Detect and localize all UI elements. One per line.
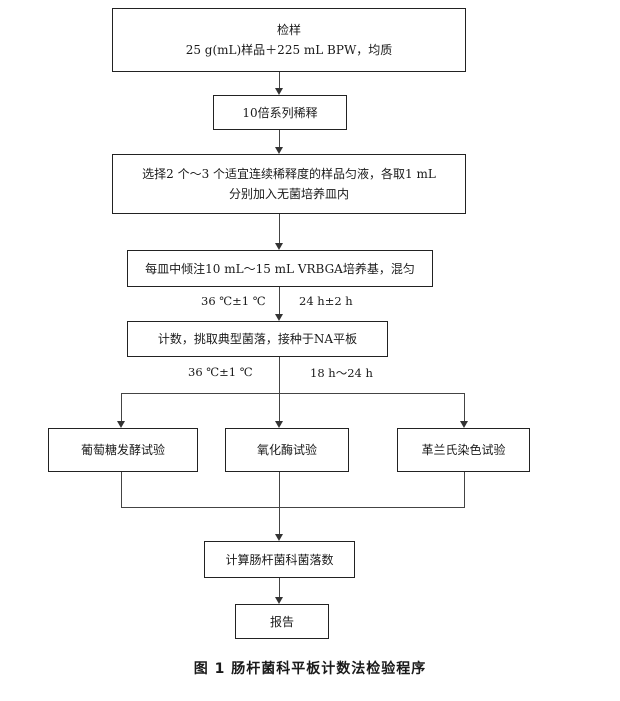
arrow-6 [275, 534, 283, 541]
arrow-7 [275, 597, 283, 604]
incubation-time-1: 24 h±2 h [299, 294, 353, 308]
glucose-test-label: 葡萄糖发酵试验 [80, 443, 165, 457]
arrow-1 [275, 88, 283, 95]
sample-title: 检样 [276, 23, 301, 37]
merge-middle-rise [279, 472, 280, 507]
pour-medium-label: 每皿中倾注10 mL～15 mL VRBGA培养基，混匀 [145, 261, 415, 276]
dilution-label: 10倍系列稀释 [242, 105, 318, 120]
plating-box: 选择2 个～3 个适宜连续稀释度的样品匀液，各取1 mL 分别加入无菌培养皿内 [112, 154, 466, 214]
gram-stain-box: 革兰氏染色试验 [397, 428, 530, 472]
colony-count-box: 计算肠杆菌科菌落数 [204, 541, 355, 578]
plating-line1: 选择2 个～3 个适宜连续稀释度的样品匀液，各取1 mL [142, 167, 436, 181]
connector-1 [279, 72, 280, 88]
oxidase-test-box: 氧化酶试验 [225, 428, 349, 472]
merge-left-rise [121, 472, 122, 507]
connector-3 [279, 214, 280, 243]
split-middle-drop [279, 393, 280, 421]
split-horizontal [121, 393, 464, 394]
incubation-temp-1: 36 ℃±1 ℃ [201, 294, 266, 308]
pour-medium-box: 每皿中倾注10 mL～15 mL VRBGA培养基，混匀 [127, 250, 433, 287]
connector-4 [279, 287, 280, 314]
plating-line2: 分别加入无菌培养皿内 [228, 187, 349, 201]
merge-horizontal [121, 507, 465, 508]
split-right-drop [464, 393, 465, 421]
incubation-temp-2: 36 ℃±1 ℃ [188, 365, 253, 379]
report-label: 报告 [269, 614, 294, 629]
glucose-test-box: 葡萄糖发酵试验 [48, 428, 198, 472]
colony-count-label: 计算肠杆菌科菌落数 [225, 552, 334, 567]
count-pick-box: 计数，挑取典型菌落，接种于NA平板 [127, 321, 388, 357]
sample-detail: 25 g(mL)样品＋225 mL BPW，均质 [185, 43, 393, 57]
arrow-right [460, 421, 468, 428]
dilution-box: 10倍系列稀释 [213, 95, 347, 130]
connector-5 [279, 357, 280, 393]
count-pick-label: 计数，挑取典型菌落，接种于NA平板 [157, 332, 358, 346]
arrow-middle [275, 421, 283, 428]
gram-stain-label: 革兰氏染色试验 [421, 443, 506, 457]
connector-2 [279, 130, 280, 147]
merge-right-rise [464, 472, 465, 507]
split-left-drop [121, 393, 122, 421]
sample-box: 检样 25 g(mL)样品＋225 mL BPW，均质 [112, 8, 466, 72]
oxidase-test-label: 氧化酶试验 [256, 443, 317, 457]
arrow-left [117, 421, 125, 428]
report-box: 报告 [235, 604, 329, 639]
arrow-3 [275, 243, 283, 250]
connector-7 [279, 578, 280, 597]
arrow-2 [275, 147, 283, 154]
connector-6 [279, 507, 280, 534]
incubation-time-2: 18 h～24 h [310, 366, 373, 380]
figure-caption: 图 1 肠杆菌科平板计数法检验程序 [193, 661, 427, 677]
arrow-4 [275, 314, 283, 321]
